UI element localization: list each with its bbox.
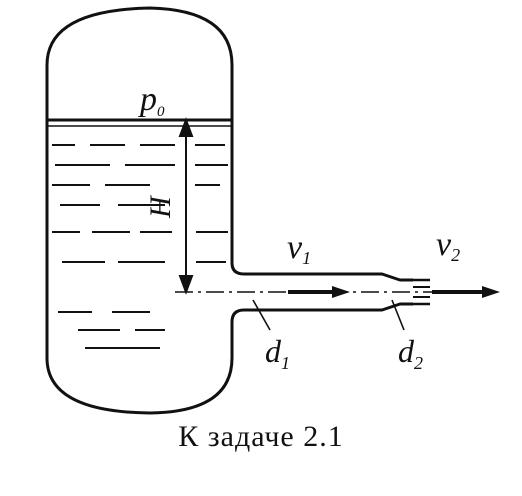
liquid-hatching: [52, 144, 228, 349]
height-dimension: [178, 117, 194, 295]
diameter2-label: d2: [398, 333, 423, 373]
d1-leader: [252, 299, 271, 331]
diameter1-label: d1: [265, 333, 290, 373]
velocity1-label: v1: [287, 229, 311, 268]
figure-caption: К задаче 2.1: [178, 420, 344, 453]
height-label: H: [144, 194, 177, 219]
velocity-arrow-v2: [432, 286, 500, 298]
velocity-arrow-v1: [288, 286, 350, 298]
velocity2-label: v2: [436, 226, 460, 265]
pressure-label: p0: [138, 81, 165, 120]
d2-leader: [391, 299, 405, 331]
tank-and-pipe-outline: [45, 6, 413, 415]
